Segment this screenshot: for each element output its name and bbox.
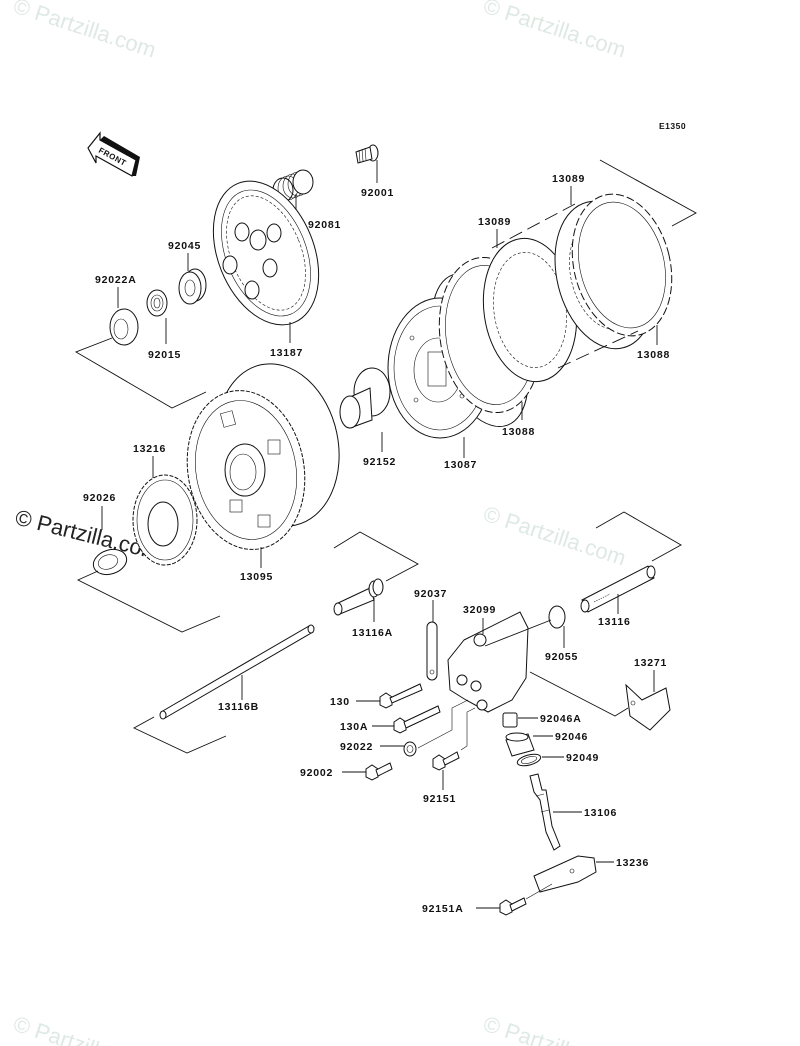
label-92049[interactable]: 92049 <box>566 752 599 764</box>
label-13236[interactable]: 13236 <box>616 857 649 869</box>
watermark-bottom-right: © Partzilla.com <box>480 1011 629 1046</box>
watermark-mid-right: © Partzilla.com <box>480 501 629 571</box>
washer-92022[interactable] <box>380 699 469 757</box>
friction-plate-13088-rear[interactable] <box>558 184 686 347</box>
label-13271[interactable]: 13271 <box>634 657 667 669</box>
label-130A[interactable]: 130A <box>340 721 368 733</box>
label-130[interactable]: 130 <box>330 696 350 708</box>
nut-92015[interactable] <box>146 289 168 344</box>
watermark-top-right: © Partzilla.com <box>480 0 629 63</box>
oil-seal-92049[interactable] <box>516 752 564 768</box>
rod-13116B[interactable] <box>159 624 315 720</box>
release-shaft-13106[interactable] <box>529 773 582 851</box>
front-arrow-icon: FRONT <box>87 131 140 177</box>
label-13095[interactable]: 13095 <box>240 571 273 583</box>
spring-92081[interactable] <box>272 169 314 217</box>
label-92001[interactable]: 92001 <box>361 187 394 199</box>
label-92026[interactable]: 92026 <box>83 492 116 504</box>
watermark-top-left: © Partzilla.com <box>10 0 159 63</box>
label-13116[interactable]: 13116 <box>598 616 631 628</box>
bolt-130A[interactable] <box>372 705 441 734</box>
washer-92022A[interactable] <box>109 287 139 346</box>
label-13089-rear[interactable]: 13089 <box>552 173 585 185</box>
label-92046[interactable]: 92046 <box>555 731 588 743</box>
o-ring-92055[interactable] <box>484 605 566 648</box>
label-13087[interactable]: 13087 <box>444 459 477 471</box>
bolt-92151[interactable] <box>432 707 476 790</box>
label-92046A[interactable]: 92046A <box>540 713 582 725</box>
label-92152[interactable]: 92152 <box>363 456 396 468</box>
bracket-13116 <box>595 511 682 562</box>
collar-92152[interactable] <box>339 367 391 452</box>
label-13088-rear[interactable]: 13088 <box>637 349 670 361</box>
label-92055[interactable]: 92055 <box>545 651 578 663</box>
lever-13236[interactable] <box>533 855 614 893</box>
bolt-92151A[interactable] <box>476 883 553 916</box>
label-13116B[interactable]: 13116B <box>218 701 259 713</box>
bracket-top-left <box>74 337 207 409</box>
bearing-92046[interactable] <box>505 732 553 757</box>
label-13216[interactable]: 13216 <box>133 443 166 455</box>
label-92022A[interactable]: 92022A <box>95 274 137 286</box>
assembly-line-top <box>491 203 576 249</box>
watermark-bottom-left: © Partzilla.com <box>10 1011 159 1046</box>
assembly-line-bottom <box>557 330 639 369</box>
label-92151A[interactable]: 92151A <box>422 903 464 915</box>
label-92081[interactable]: 92081 <box>308 219 341 231</box>
leader-13271 <box>529 671 629 717</box>
label-92151[interactable]: 92151 <box>423 793 456 805</box>
bearing-92046A[interactable] <box>502 712 538 728</box>
rod-13116[interactable] <box>580 565 656 614</box>
pressure-plate-13187[interactable] <box>193 165 338 343</box>
bearing-92045[interactable] <box>178 253 207 305</box>
bracket-plates <box>599 159 697 227</box>
bolt-92002[interactable] <box>342 762 393 781</box>
label-13106[interactable]: 13106 <box>584 807 617 819</box>
label-13089-front[interactable]: 13089 <box>478 216 511 228</box>
clutch-housing-13095[interactable] <box>175 352 354 568</box>
label-92015[interactable]: 92015 <box>148 349 181 361</box>
guard-13271[interactable] <box>625 670 671 731</box>
bracket-13116B <box>133 716 227 754</box>
washer-92026[interactable] <box>90 506 130 579</box>
label-92037[interactable]: 92037 <box>414 588 447 600</box>
label-13088-front[interactable]: 13088 <box>502 426 535 438</box>
label-13187[interactable]: 13187 <box>270 347 303 359</box>
label-13116A[interactable]: 13116A <box>352 627 393 639</box>
label-92022[interactable]: 92022 <box>340 741 373 753</box>
bolt-130[interactable] <box>356 683 423 709</box>
bracket-13116A <box>333 531 419 582</box>
label-92045[interactable]: 92045 <box>168 240 201 252</box>
release-housing-32099[interactable] <box>447 611 529 713</box>
bracket-middle-left <box>76 570 221 633</box>
plate-92037[interactable] <box>426 600 438 681</box>
label-92002[interactable]: 92002 <box>300 767 333 779</box>
drawing-code: E1350 <box>659 121 686 131</box>
gear-13216[interactable] <box>132 456 198 566</box>
bolt-92001[interactable] <box>355 144 379 183</box>
pin-13116A[interactable] <box>333 578 384 622</box>
label-32099[interactable]: 32099 <box>463 604 496 616</box>
